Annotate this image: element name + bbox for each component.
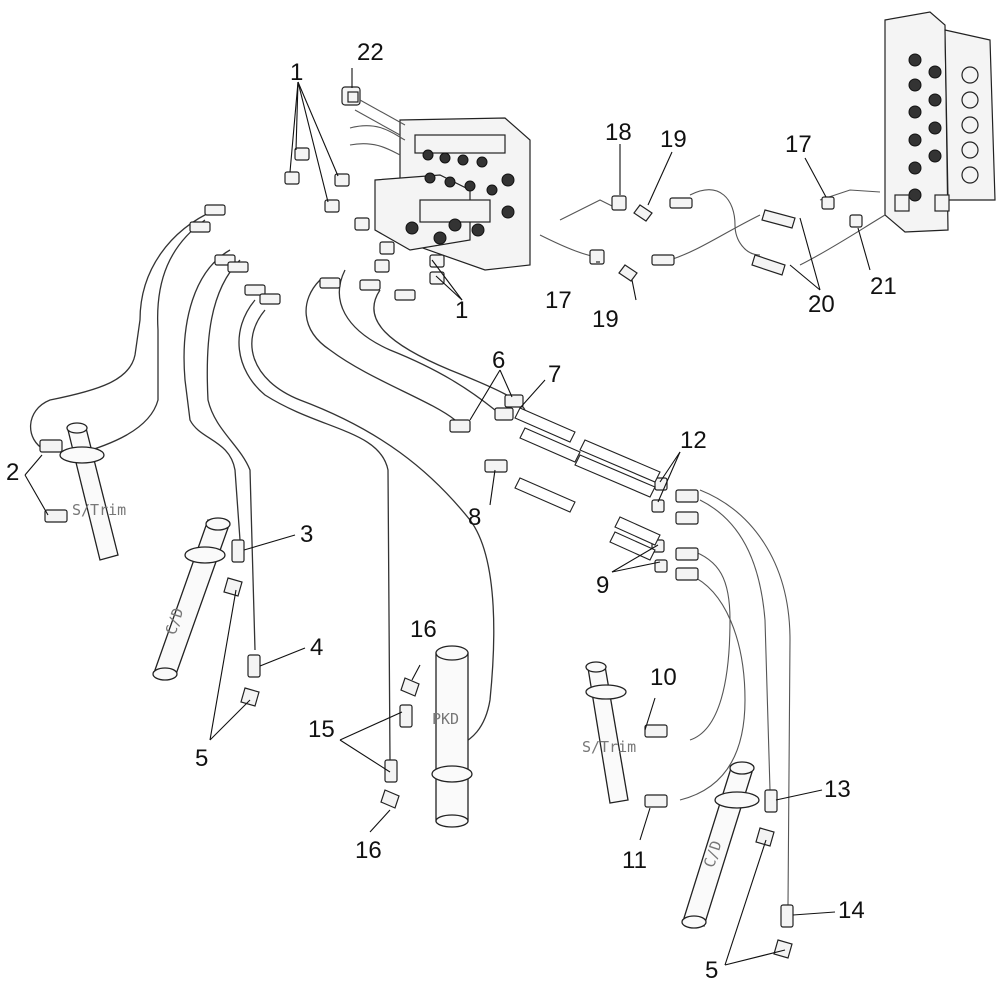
cylinder-label-strim-left: S/Trim [72,501,126,519]
manifold-block [884,11,996,233]
tube-sections [514,407,661,561]
callout-21: 21 [870,273,897,300]
callout-8: 8 [468,504,481,531]
callout-3: 3 [300,521,313,548]
callout-17-left: 17 [545,287,572,314]
callout-12: 12 [680,427,707,454]
callout-5-left: 5 [195,745,208,772]
callout-19-bottom: 19 [592,306,619,333]
cylinder-cd-right [681,761,760,929]
callout-15: 15 [308,716,335,743]
callout-1-top: 1 [290,59,303,86]
cylinder-cd-left [152,517,231,681]
callout-16-top: 16 [410,616,437,643]
callout-22: 22 [357,39,384,66]
callout-17-right: 17 [785,131,812,158]
control-valve-block [374,117,531,271]
callout-20: 20 [808,291,835,318]
callout-2: 2 [6,459,19,486]
callout-11: 11 [622,847,647,874]
callout-18: 18 [605,119,632,146]
callout-1-bottom: 1 [455,297,468,324]
callout-7: 7 [548,361,561,388]
callout-13: 13 [824,776,851,803]
callout-10: 10 [650,664,677,691]
callout-9: 9 [596,572,609,599]
cylinder-strim-left [59,422,119,561]
callout-4: 4 [310,634,323,661]
leader-lines [24,68,871,966]
callout-labels: 1 1 2 3 4 5 5 6 7 8 9 10 11 12 13 14 15 … [6,39,897,984]
callout-5-right: 5 [705,957,718,984]
cylinder-label-pkd: PKD [432,710,459,728]
cylinder-strim-right [585,661,629,804]
callout-14: 14 [838,897,865,924]
callout-19-top: 19 [660,126,687,153]
callout-16-bottom: 16 [355,837,382,864]
cylinder-label-strim-right: S/Trim [582,738,636,756]
cylinder-pkd [431,645,473,828]
callout-6: 6 [492,347,505,374]
